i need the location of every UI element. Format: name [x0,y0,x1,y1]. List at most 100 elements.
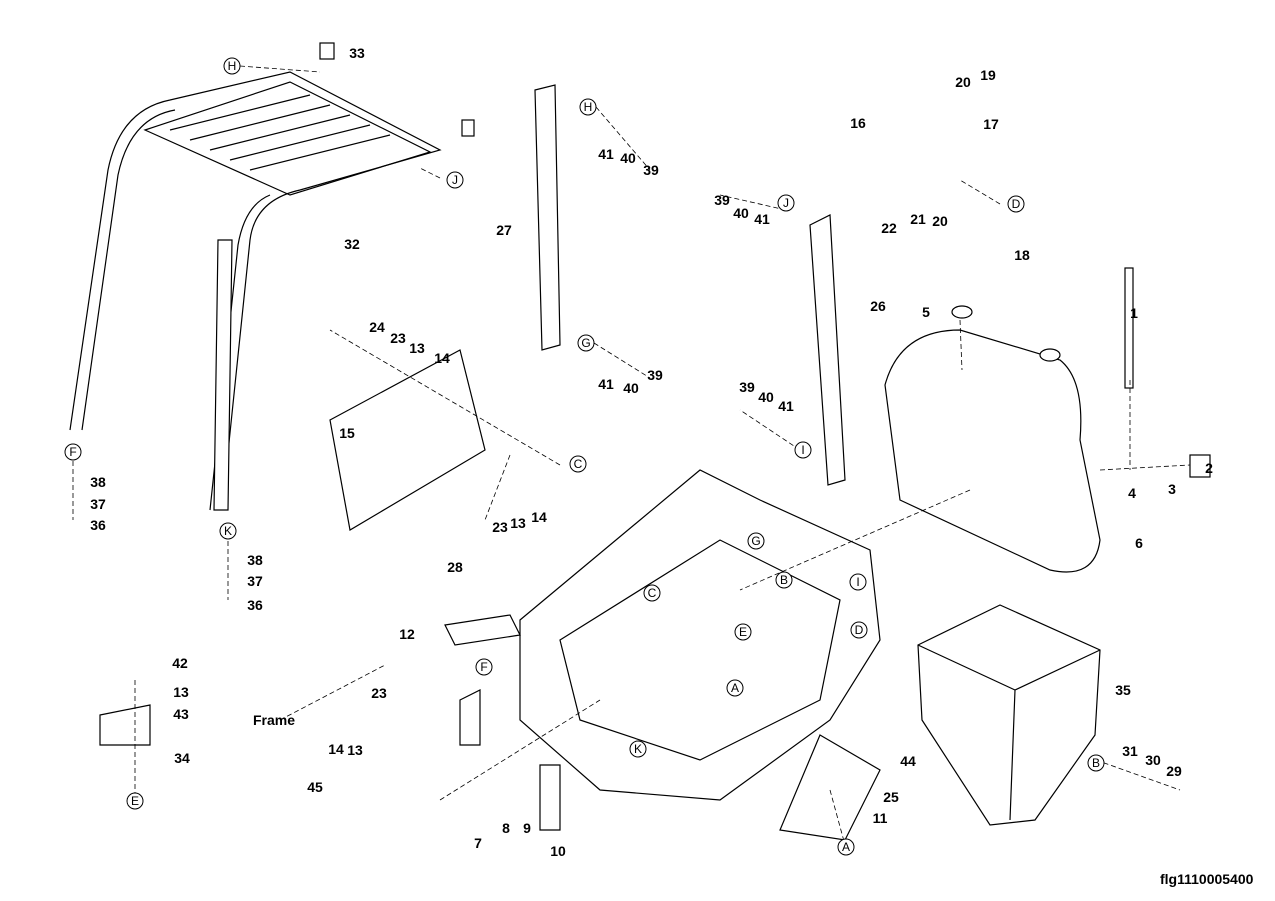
part-10 [459,689,481,746]
callout-circle [569,455,587,473]
callout-text: 39 [643,162,659,178]
callout-text: 17 [983,116,999,132]
callout-text: B [780,573,788,587]
callout-22: 22 [881,220,897,236]
callout-text: 35 [1115,682,1131,698]
callout-14: 14 [531,509,547,525]
callout-text: 8 [502,820,510,836]
callout-text: 39 [647,367,663,383]
callout-circle [837,838,855,856]
callout-32: 32 [344,236,360,252]
callout-25: 25 [883,789,899,805]
callout-J: J [446,171,464,189]
part-35 [917,604,1101,826]
callout-23: 23 [390,330,406,346]
callout-text: 21 [910,211,926,227]
callout-text: 28 [447,559,463,575]
callout-text: 40 [758,389,774,405]
callout-24: 24 [369,319,385,335]
callout-text: 13 [510,515,526,531]
callout-H: H [223,57,241,75]
callout-text: 34 [174,750,190,766]
callout-text: 23 [492,519,508,535]
callout-38: 38 [90,474,106,490]
callout-D: D [850,621,868,639]
callout-text: 37 [90,496,106,512]
callout-I: I [849,573,867,591]
callout-39: 39 [643,162,659,178]
callout-K: K [219,522,237,540]
callout-K: K [629,740,647,758]
callout-21: 21 [910,211,926,227]
part-6 [884,329,1101,573]
callout-42: 42 [172,655,188,671]
callout-14: 14 [434,350,450,366]
callout-text: 43 [173,706,189,722]
callout-circle [446,171,464,189]
callout-10: 10 [550,843,566,859]
callout-14: 14 [328,741,344,757]
callout-33: 33 [349,45,365,61]
callout-text: 11 [873,810,888,826]
callout-circle [475,658,493,676]
callout-text: 24 [369,319,385,335]
callout-circle [577,334,595,352]
part-1 [1124,267,1134,389]
callout-29: 29 [1166,763,1182,779]
callout-text: 30 [1145,752,1161,768]
part-12 [444,614,521,646]
callout-text: 12 [399,626,415,642]
callout-13: 13 [409,340,425,356]
callout-text: E [739,625,747,639]
callout-circle [775,571,793,589]
part-33 [319,42,335,60]
callout-B: B [1087,754,1105,772]
callout-44: 44 [900,753,916,769]
callout-7: 7 [474,835,482,851]
callout-text: 41 [598,376,614,392]
callout-text: G [751,534,760,548]
callout-text: 18 [1014,247,1030,263]
callout-40: 40 [620,150,636,166]
posts [213,84,846,511]
main-frame [519,469,881,801]
callout-40: 40 [733,205,749,221]
callout-text: 41 [778,398,794,414]
battery-box [917,604,1101,826]
callout-D: D [1007,195,1025,213]
callout-28: 28 [447,559,463,575]
callout-40: 40 [758,389,774,405]
callout-8: 8 [502,820,510,836]
callout-18: 18 [1014,247,1030,263]
callout-text: E [131,794,139,808]
callout-13: 13 [347,742,363,758]
callout-circle [747,532,765,550]
callout-text: 42 [172,655,188,671]
callout-text: 16 [850,115,866,131]
callout-circle [643,584,661,602]
callout-41: 41 [598,146,614,162]
callout-circle [850,621,868,639]
callout-37: 37 [247,573,263,589]
callout-J: J [777,194,795,212]
callout-circle [794,441,812,459]
part-26 [809,214,846,486]
callout-text: 14 [531,509,547,525]
callout-C: C [569,455,587,473]
callout-text: 15 [339,425,355,441]
callout-text: 23 [390,330,406,346]
callout-F: F [475,658,493,676]
callout-text: 40 [733,205,749,221]
callout-text: 40 [623,380,639,396]
callout-41: 41 [598,376,614,392]
callout-text: 9 [523,820,531,836]
part-34 [99,704,151,746]
callout-text: 25 [883,789,899,805]
callout-circle [734,623,752,641]
callout-text: 41 [754,211,770,227]
part-2 [1189,454,1211,478]
callout-F: F [64,443,82,461]
callout-circle [219,522,237,540]
callout-13: 13 [510,515,526,531]
